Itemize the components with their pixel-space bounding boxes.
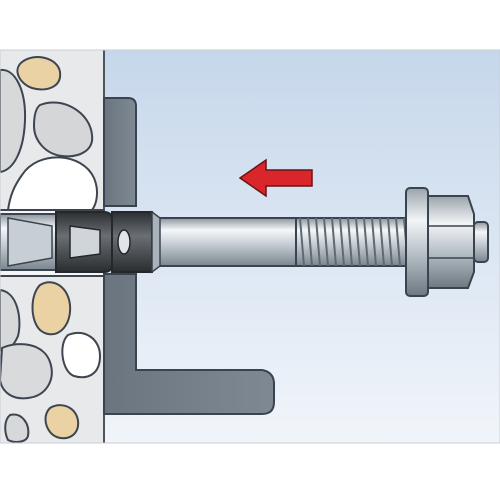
illustration-frame [0, 49, 500, 444]
stone-beige [16, 56, 62, 91]
anchor-thread [299, 217, 409, 267]
washer-icon [405, 187, 429, 297]
stone-white [6, 156, 99, 211]
hex-nut-icon [427, 195, 489, 289]
stone-beige [44, 404, 80, 440]
expansion-sleeve [0, 210, 161, 274]
stone-white [61, 332, 102, 379]
stone-gray [32, 101, 94, 158]
arrow-left-icon [238, 158, 313, 198]
stone-gray [4, 413, 30, 443]
steel-bracket [103, 97, 275, 415]
stone-beige [31, 281, 72, 336]
wedge-anchor-icon [0, 210, 421, 274]
stone-gray [0, 343, 53, 400]
stone-gray [0, 68, 27, 174]
